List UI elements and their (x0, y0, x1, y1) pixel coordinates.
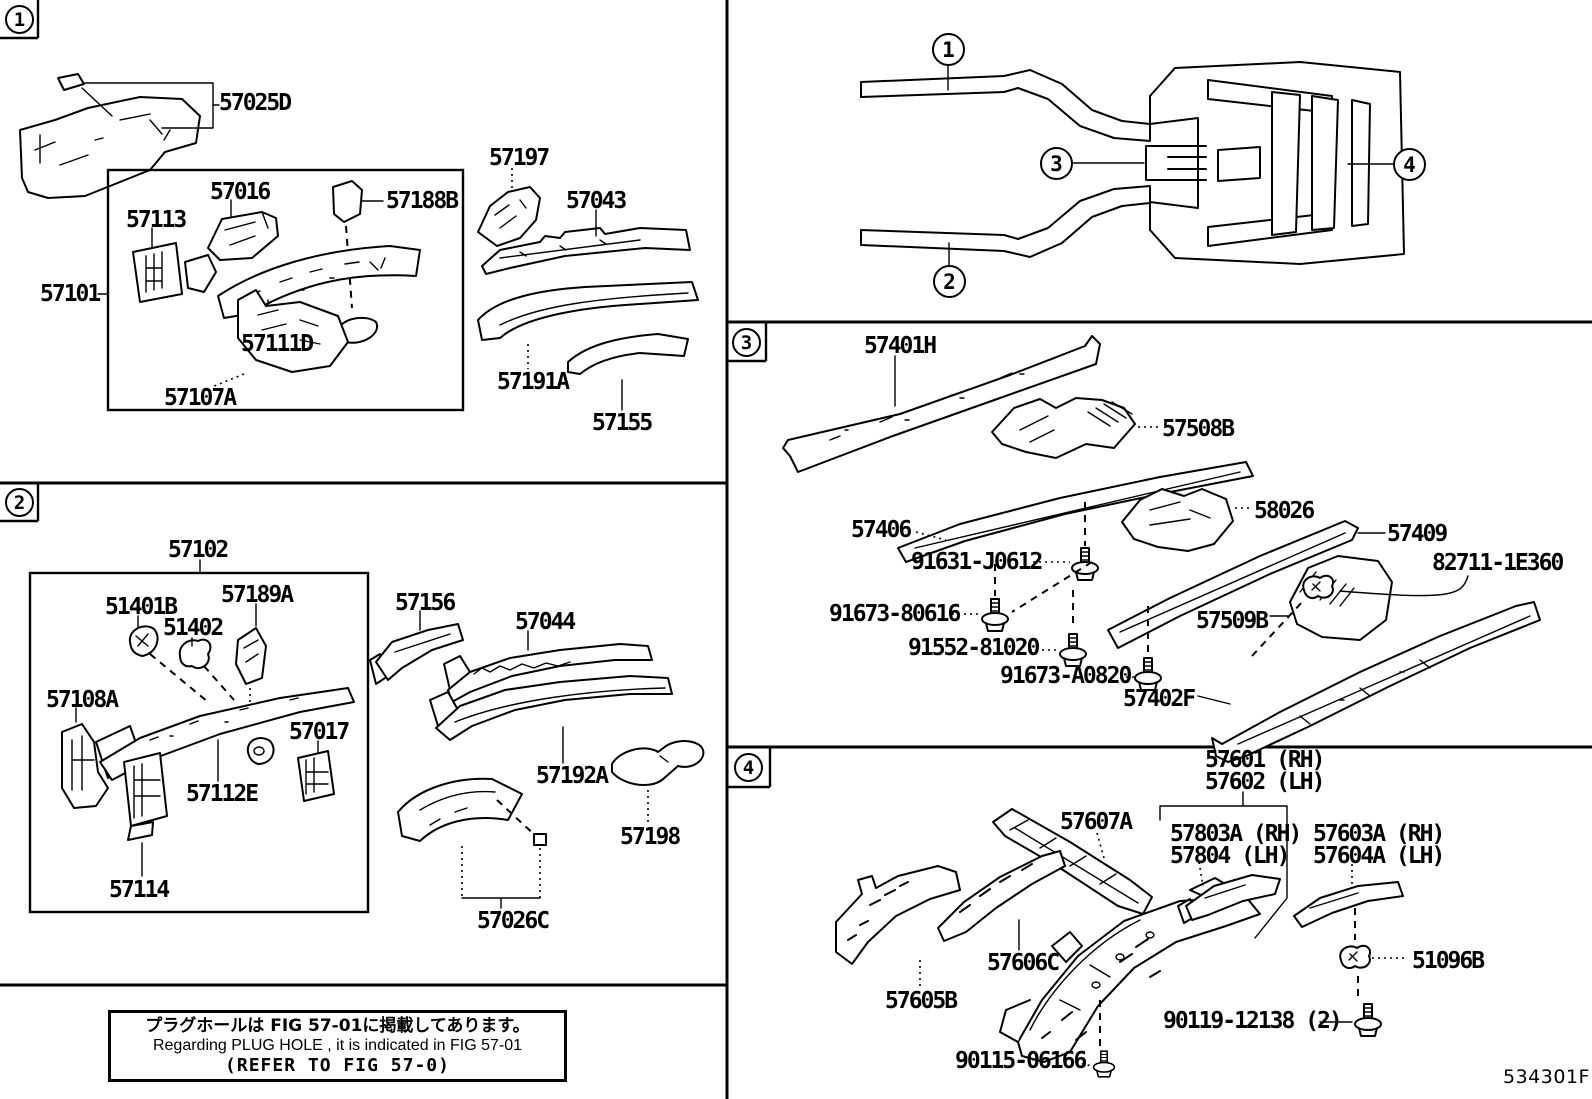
section-tab-4: 4 (734, 753, 763, 782)
section2-artwork (28, 559, 705, 914)
part-label-57601-RH: 57601 (RH) (1205, 747, 1325, 773)
part-label-57108A: 57108A (46, 687, 119, 713)
part-label-91631-J0612: 91631-J0612 (911, 549, 1043, 575)
note-line-english: Regarding PLUG HOLE , it is indicated in… (152, 1037, 523, 1055)
overview-callout-4-number: 4 (1403, 152, 1416, 177)
part-label-57606C: 57606C (987, 950, 1060, 976)
part-label-90119-12138: 90119-12138 (2) (1163, 1008, 1343, 1034)
part-label-58026: 58026 (1254, 498, 1315, 524)
section-tab-3: 3 (732, 328, 761, 357)
part-label-90115-06166: 90115-06166 (955, 1048, 1087, 1074)
part-label-57044: 57044 (515, 609, 576, 635)
part-label-57401H: 57401H (864, 333, 937, 359)
part-label-57508B: 57508B (1162, 416, 1235, 442)
part-label-82711-1E360: 82711-1E360 (1432, 550, 1564, 576)
part-label-57409: 57409 (1387, 521, 1448, 547)
part-label-57197: 57197 (489, 145, 550, 171)
part-label-91673-80616: 91673-80616 (829, 601, 961, 627)
part-label-57605B: 57605B (885, 988, 958, 1014)
overview-callout-4: 4 (1393, 148, 1426, 181)
part-label-57604A-LH: 57604A (LH) (1313, 843, 1445, 869)
part-label-57804-LH: 57804 (LH) (1170, 843, 1290, 869)
section-tab-4-number: 4 (742, 756, 755, 779)
note-line-reference: (REFER TO FIG 57-0) (225, 1054, 450, 1076)
part-label-57603A-RH: 57603A (RH) (1313, 821, 1445, 847)
part-label-57402F: 57402F (1123, 686, 1196, 712)
part-label-57102: 57102 (168, 537, 229, 563)
part-label-57156: 57156 (395, 590, 456, 616)
part-label-57406: 57406 (851, 517, 912, 543)
part-label-57192A: 57192A (536, 763, 609, 789)
part-label-57026C: 57026C (477, 908, 550, 934)
section1-artwork (19, 73, 699, 412)
part-label-57016: 57016 (210, 179, 271, 205)
part-label-57602-LH: 57602 (LH) (1205, 769, 1325, 795)
part-label-57112E: 57112E (186, 781, 259, 807)
section-tab-1: 1 (5, 5, 34, 34)
part-label-57017: 57017 (289, 719, 350, 745)
part-label-91552-81020: 91552-81020 (908, 635, 1040, 661)
section-tab-3-number: 3 (740, 331, 753, 354)
part-label-57188B: 57188B (386, 188, 459, 214)
part-label-57107A: 57107A (164, 385, 237, 411)
part-label-57607A: 57607A (1060, 809, 1133, 835)
part-label-57114: 57114 (109, 877, 170, 903)
overview-callout-2: 2 (933, 265, 966, 298)
part-label-57111D: 57111D (241, 331, 314, 357)
section4-artwork (835, 791, 1408, 1078)
part-label-91673-A0820: 91673-A0820 (1000, 663, 1132, 689)
overview-callout-2-number: 2 (943, 269, 956, 294)
overview-frame-artwork (860, 61, 1405, 266)
section-tab-1-number: 1 (13, 8, 26, 31)
part-label-57189A: 57189A (221, 582, 294, 608)
section3-artwork (782, 335, 1541, 763)
section-tab-2-number: 2 (13, 491, 26, 514)
part-label-57101: 57101 (40, 281, 101, 307)
part-label-57025D: 57025D (219, 90, 292, 116)
part-label-51402: 51402 (163, 615, 224, 641)
part-label-51096B: 51096B (1412, 948, 1485, 974)
part-label-57803A-RH: 57803A (RH) (1170, 821, 1302, 847)
figure-code: 534301F (1503, 1066, 1590, 1088)
note-line-japanese: プラグホールは FIG 57-01に掲載してあります。 (145, 1015, 530, 1036)
part-label-57198: 57198 (620, 824, 681, 850)
overview-callout-1: 1 (932, 33, 965, 66)
part-label-51401B: 51401B (105, 594, 178, 620)
section-tab-2: 2 (5, 488, 34, 517)
part-label-57155: 57155 (592, 410, 653, 436)
part-label-57113: 57113 (126, 207, 187, 233)
overview-callout-1-number: 1 (942, 37, 955, 62)
overview-callout-3-number: 3 (1050, 151, 1063, 176)
part-label-57509B: 57509B (1196, 608, 1269, 634)
part-label-57043: 57043 (566, 188, 627, 214)
part-label-57191A: 57191A (497, 369, 570, 395)
overview-callout-3: 3 (1040, 147, 1073, 180)
plug-hole-note-box: プラグホールは FIG 57-01に掲載してあります。 Regarding PL… (108, 1010, 567, 1082)
